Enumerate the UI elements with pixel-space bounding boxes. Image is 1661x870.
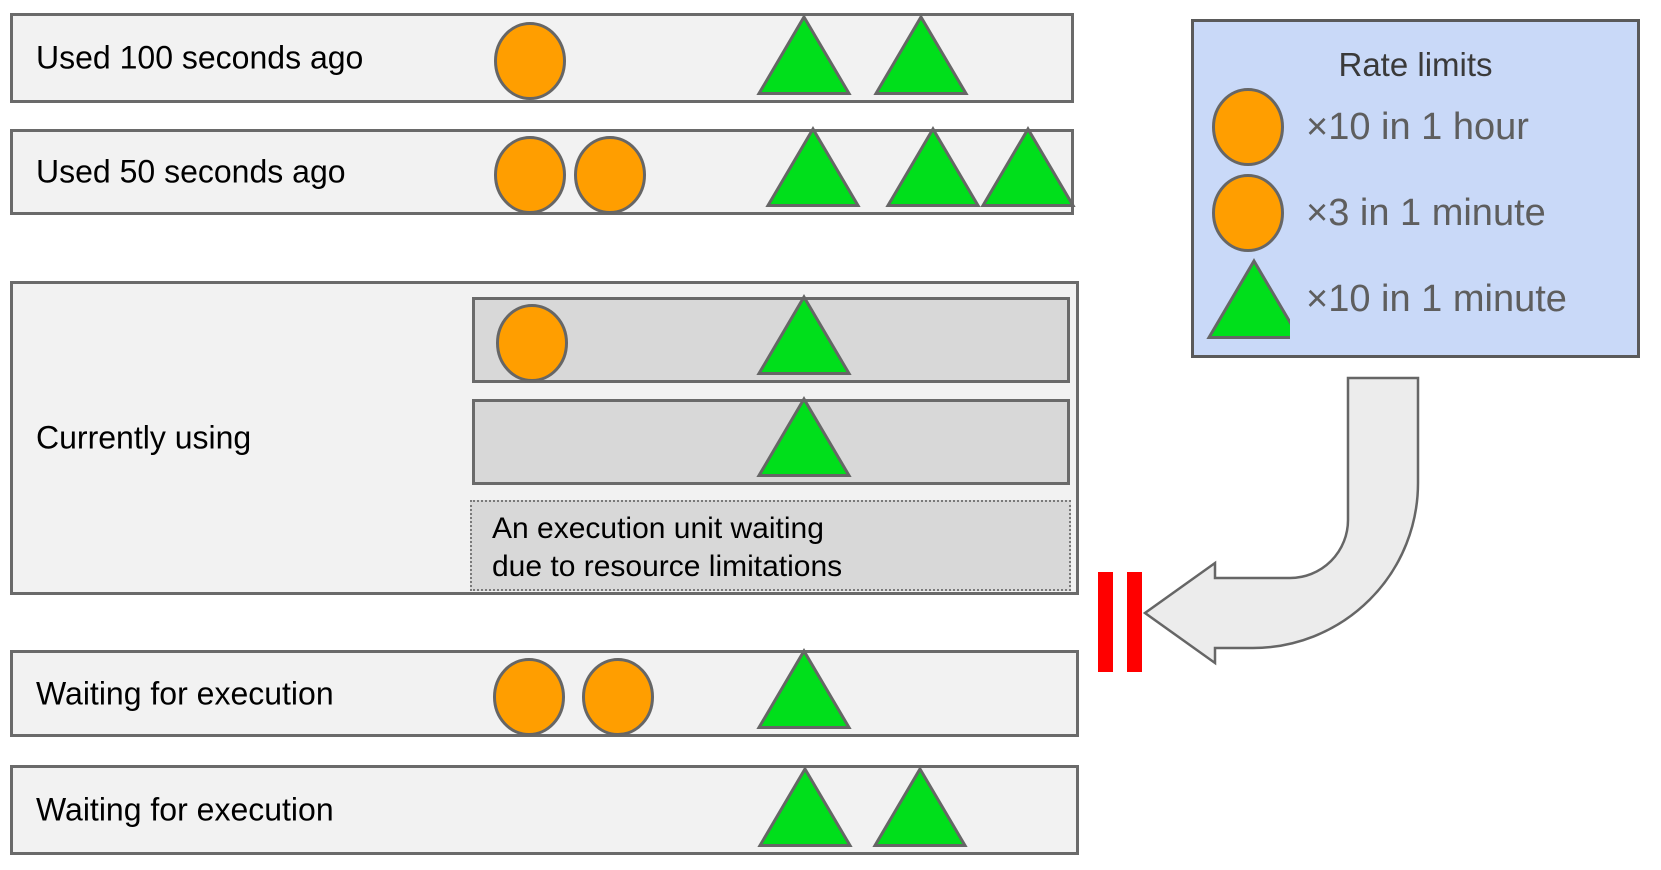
pause-bar-icon bbox=[1127, 572, 1142, 672]
resource-triangle-icon bbox=[757, 766, 853, 848]
legend-items: ×10 in 1 hour ×3 in 1 minute ×10 in 1 minu… bbox=[1206, 84, 1567, 342]
resource-circle-icon bbox=[493, 135, 567, 215]
note-line: An execution unit waiting bbox=[492, 512, 824, 545]
resource-circle-icon bbox=[573, 135, 647, 215]
resource-triangle-icon bbox=[873, 14, 969, 96]
currently-using-box: Currently using An execution unit waitin… bbox=[10, 281, 1079, 595]
legend-item: ×10 in 1 minute bbox=[1206, 256, 1567, 342]
row-label: Currently using bbox=[36, 419, 252, 456]
resource-triangle-icon bbox=[756, 294, 852, 376]
resource-triangle-icon bbox=[765, 126, 861, 208]
resource-circle-icon bbox=[1206, 173, 1290, 253]
waiting-unit-note-box: An execution unit waiting due to resourc… bbox=[470, 500, 1071, 591]
row-waiting-for-execution-1: Waiting for execution bbox=[10, 648, 1079, 737]
resource-circle-icon bbox=[581, 657, 655, 737]
running-execution-unit-box bbox=[472, 396, 1070, 485]
row-label: Used 50 seconds ago bbox=[36, 153, 346, 190]
resource-triangle-icon bbox=[885, 126, 981, 208]
row-label: Used 100 seconds ago bbox=[36, 39, 364, 76]
running-execution-unit-box bbox=[472, 294, 1070, 383]
note-line: due to resource limitations bbox=[492, 550, 843, 583]
row-used-100-seconds-ago: Used 100 seconds ago bbox=[10, 13, 1074, 103]
resource-triangle-icon bbox=[1206, 258, 1290, 340]
resource-triangle-icon bbox=[756, 648, 852, 730]
resource-circle-icon bbox=[493, 21, 567, 101]
resource-triangle-icon bbox=[980, 126, 1076, 208]
pause-bar-icon bbox=[1098, 572, 1113, 672]
resource-circle-icon bbox=[495, 303, 569, 383]
legend-title: Rate limits bbox=[1338, 46, 1493, 83]
legend-item: ×3 in 1 minute bbox=[1206, 170, 1567, 256]
row-waiting-for-execution-2: Waiting for execution bbox=[10, 765, 1079, 855]
row-label: Waiting for execution bbox=[36, 791, 334, 828]
resource-circle-icon bbox=[1206, 87, 1290, 167]
legend-item: ×10 in 1 hour bbox=[1206, 84, 1567, 170]
legend-item-label: ×10 in 1 minute bbox=[1306, 277, 1567, 320]
legend-item-label: ×3 in 1 minute bbox=[1306, 191, 1546, 234]
resource-circle-icon bbox=[492, 657, 566, 737]
resource-triangle-icon bbox=[756, 396, 852, 478]
resource-triangle-icon bbox=[872, 766, 968, 848]
legend-item-label: ×10 in 1 hour bbox=[1306, 105, 1529, 148]
row-label: Waiting for execution bbox=[36, 675, 334, 711]
resource-triangle-icon bbox=[756, 14, 852, 96]
rate-limits-legend: Rate limits ×10 in 1 hour×3 in 1 minute×… bbox=[1191, 19, 1640, 358]
row-used-50-seconds-ago: Used 50 seconds ago bbox=[10, 126, 1076, 215]
